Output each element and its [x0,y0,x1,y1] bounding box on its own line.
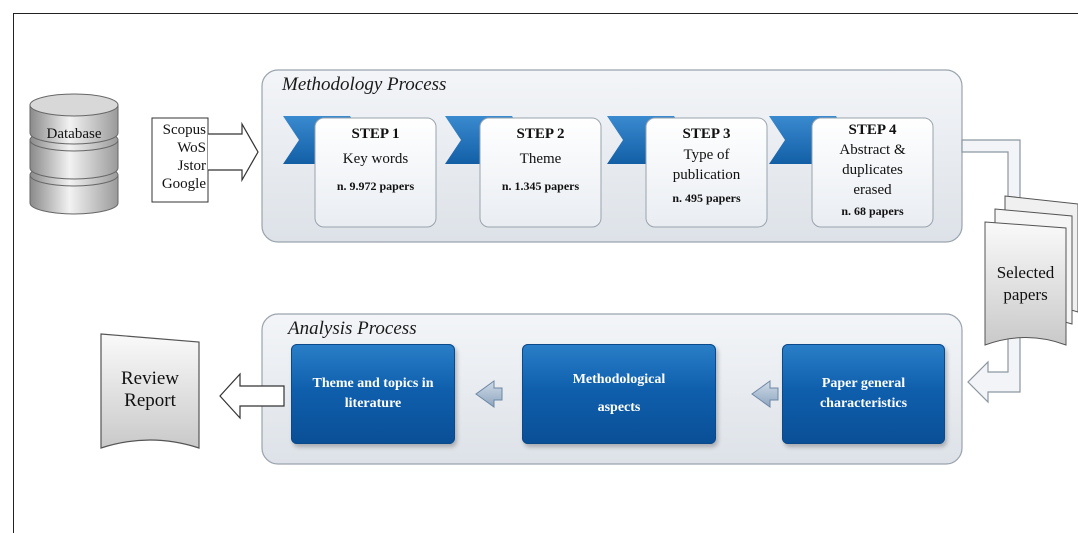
analysis-title: Analysis Process [288,318,417,339]
step-1-title: STEP 1 [351,126,400,142]
source-item: WoS [177,140,206,156]
sources-list: Scopus WoS Jstor Google [154,121,206,193]
small-arrow-1 [751,380,779,408]
selected-papers-line1: Selected [996,263,1055,282]
step-4-desc-line2: duplicates [842,162,903,178]
review-report-line1: Review [120,368,180,389]
step-4: STEP 4 Abstract & duplicates erased n. 6… [812,122,933,219]
step-3-title: STEP 3 [682,126,731,142]
step-2-desc: Theme [519,151,562,167]
input-arrow [208,121,259,183]
source-item: Scopus [162,122,206,138]
selected-papers-icon [984,195,1078,346]
analysis-box-methodological: Methodological aspects [522,344,716,444]
step-3-desc-line2: publication [672,167,741,183]
analysis-box-methodological-line1: Methodological [572,372,666,387]
step-card-1 [314,117,437,228]
selected-papers-label: Selected papers [985,262,1066,306]
selected-papers-line2: papers [1003,285,1048,304]
review-report-doc [100,333,200,449]
small-arrow-2 [475,380,503,408]
step-1-desc: Key words [342,151,409,167]
step-cards [314,117,934,228]
step-3-desc-line1: Type of [683,147,730,163]
source-item: Jstor [177,158,206,174]
step-2-title: STEP 2 [516,126,565,142]
output-arrow [219,372,285,420]
step-card-2 [479,117,602,228]
database-label: Database [46,126,102,142]
analysis-box-themes-line1: Theme and topics in [312,376,434,391]
analysis-box-general-line2: characteristics [819,396,908,411]
step-4-desc-line3: erased [853,182,892,198]
step-1: STEP 1 Key words n. 9.972 papers [315,126,436,194]
step-4-count: n. 68 papers [841,204,904,218]
analysis-box-methodological-line2: aspects [597,400,641,415]
step-4-title: STEP 4 [848,122,897,138]
step-4-desc-line1: Abstract & [839,142,906,158]
source-item: Google [161,176,206,192]
analysis-box-themes: Theme and topics in literature [291,344,455,444]
review-report-line2: Report [124,390,176,411]
step-card-3 [645,117,768,228]
step-card-4 [811,117,934,228]
step-2: STEP 2 Theme n. 1.345 papers [480,126,601,194]
methodology-title: Methodology Process [282,74,447,95]
methodology-panel [261,69,963,243]
database-icon [29,93,119,215]
analysis-box-general: Paper general characteristics [782,344,945,444]
review-report-label: Review Report [101,368,199,412]
analysis-box-themes-line2: literature [344,396,402,411]
figure-frame [13,13,1078,533]
step-3: STEP 3 Type of publication n. 495 papers [646,126,767,206]
step-2-count: n. 1.345 papers [501,179,580,193]
step-1-count: n. 9.972 papers [336,179,415,193]
analysis-box-general-line1: Paper general [821,376,906,391]
step-3-count: n. 495 papers [672,191,741,205]
